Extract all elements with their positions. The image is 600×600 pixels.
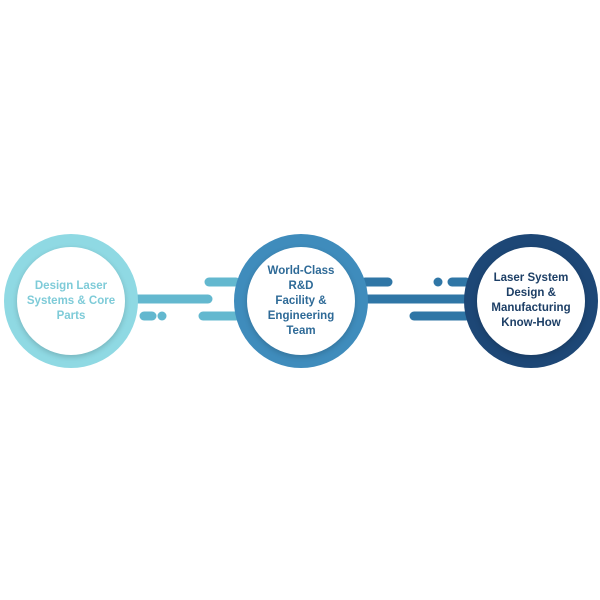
- node-world-class-rnd: World-Class R&D Facility & Engineering T…: [234, 234, 368, 368]
- connector-2-3: [360, 277, 471, 321]
- connector-1-2: [130, 277, 241, 321]
- node-label: World-Class R&D Facility & Engineering T…: [267, 264, 335, 337]
- connector-dot: [157, 311, 167, 321]
- node-inner-circle: Design Laser Systems & Core Parts: [17, 247, 125, 355]
- node-inner-circle: World-Class R&D Facility & Engineering T…: [247, 247, 355, 355]
- node-inner-circle: Laser System Design & Manufacturing Know…: [477, 247, 585, 355]
- node-label: Design Laser Systems & Core Parts: [26, 279, 116, 322]
- node-label: Laser System Design & Manufacturing Know…: [491, 272, 571, 329]
- node-design-laser-systems: Design Laser Systems & Core Parts: [4, 234, 138, 368]
- connector-dot: [433, 277, 443, 287]
- node-laser-system-know-how: Laser System Design & Manufacturing Know…: [464, 234, 598, 368]
